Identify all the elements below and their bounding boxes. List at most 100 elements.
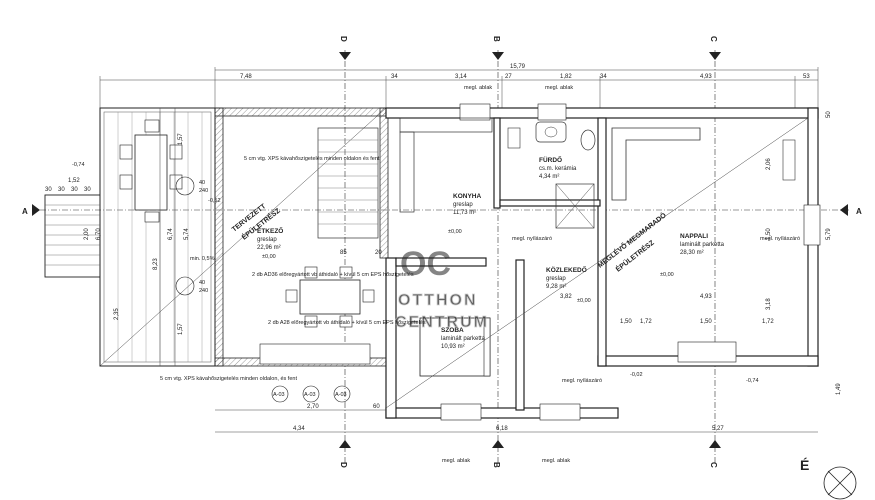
level-value: -0,02: [630, 372, 643, 378]
axis-label-b: B: [492, 462, 501, 468]
dim-left: 6,74: [168, 228, 174, 240]
note-text: 5 cm vtg. XPS kávahőszigetelés minden ol…: [244, 156, 380, 162]
level-value: -0,74: [746, 378, 759, 384]
level-value: ±0,00: [577, 298, 591, 304]
dim-misc: 1,50: [766, 228, 772, 240]
level-value: -0,74: [72, 162, 85, 168]
dim-bottom: 5,27: [712, 426, 724, 432]
dim-top: 34: [600, 74, 607, 80]
sofa: [611, 127, 796, 201]
room-floor: greslap: [257, 237, 277, 243]
door-note: megl. nyílászáró: [562, 378, 602, 384]
dim-misc: 4,93: [700, 294, 712, 300]
dim-top: 53: [803, 74, 810, 80]
room-floor: laminált parketta: [680, 242, 725, 248]
dim-misc: 2,00: [84, 228, 90, 240]
dim-misc: 5,79: [826, 228, 832, 240]
axis-label-d: D: [339, 462, 348, 468]
left-dimensions: 8,23 6,74 5,74 2,35 1,57 1,57 2,00 6,70 …: [45, 108, 190, 366]
dim-misc: 1,52: [68, 178, 80, 184]
room-floor: laminált parketta: [441, 336, 486, 342]
dim-misc: 85: [340, 250, 347, 256]
room-floor: greslap: [546, 276, 566, 282]
dim-total: 15,79: [510, 64, 526, 70]
level-value: min. 0,5%: [190, 256, 215, 262]
watermark-text: OTTHON: [398, 292, 478, 309]
room-name: FÜRDŐ: [539, 155, 562, 164]
dim-misc: 1,50: [700, 319, 712, 325]
note-text: 2 db A28 előregyártott vb áthidaló + kív…: [268, 320, 426, 326]
window-note: megl. ablak: [545, 85, 573, 91]
axis-label-b: B: [492, 36, 501, 42]
room-name: ÉTKEZŐ: [257, 226, 283, 235]
watermark-logo: OC: [400, 245, 451, 283]
dim-misc: 30: [58, 187, 65, 193]
kitchen-counter: [399, 117, 493, 213]
room-labels: ÉTKEZŐ greslap 22,96 m² KONYHA greslap 1…: [257, 155, 725, 350]
window-note: megl. ablak: [542, 458, 570, 464]
room-area: 9,28 m²: [546, 284, 566, 290]
dim-misc: 1,49: [836, 383, 842, 395]
room-area: 11,73 m²: [453, 210, 476, 216]
dim-top: 27: [505, 74, 512, 80]
dim-misc: 1,72: [762, 319, 774, 325]
level-markers: ±0,00 ±0,00 ±0,00 ±0,00 -0,74 -0,52 -0,0…: [72, 85, 800, 464]
dim-misc: 30: [84, 187, 91, 193]
dim-top: 3,14: [455, 74, 467, 80]
level-value: ±0,00: [262, 254, 276, 260]
room-name: KÖZLEKEDŐ: [546, 265, 587, 274]
dining-table: [285, 266, 375, 328]
dim-misc: 1,50: [620, 319, 632, 325]
dim-misc: 1,72: [640, 319, 652, 325]
column-label: 240: [199, 188, 208, 194]
axis-label-a: A: [856, 207, 862, 216]
window-note: megl. ablak: [442, 458, 470, 464]
dim-misc: 30: [45, 187, 52, 193]
room-name: SZOBA: [441, 327, 464, 334]
dim-misc: 30: [71, 187, 78, 193]
interior-stairs: [317, 127, 379, 239]
dim-top: 34: [391, 74, 398, 80]
room-area: 22,96 m²: [257, 245, 281, 251]
column-label: 240: [199, 288, 208, 294]
dim-misc: 6,70: [96, 228, 102, 240]
axis-label-c: C: [709, 462, 718, 468]
dim-left: 2,35: [114, 308, 120, 320]
room-area: 28,30 m²: [680, 250, 704, 256]
note-text: 2 db AD36 előregyártott vb áthidaló + kí…: [252, 272, 414, 278]
dim-misc: 50: [826, 111, 832, 118]
section-label: A-03: [335, 392, 347, 398]
room-name: NAPPALI: [680, 233, 708, 240]
bed: [419, 317, 491, 377]
axis-label-a: A: [22, 207, 28, 216]
north-arrow-icon: É: [800, 457, 857, 500]
section-label: A-03: [304, 392, 316, 398]
axis-label-c: C: [709, 36, 718, 42]
dim-bottom: 2,70: [307, 404, 319, 410]
dim-left: 1,57: [178, 323, 184, 335]
watermark: OC OTTHON CENTRUM: [395, 245, 488, 331]
door-note: megl. nyílászáró: [512, 236, 552, 242]
section-markers: A-03 A-03 A-03 40 240 40 240: [175, 176, 351, 403]
level-value: ±0,00: [660, 272, 674, 278]
window-note: megl. ablak: [464, 85, 492, 91]
top-dimensions: 15,79 7,48 34 3,14 27 1,82 34 4,93 53: [99, 64, 819, 110]
dim-misc: 3,82: [560, 294, 572, 300]
construction-notes: 5 cm vtg. XPS kávahőszigetelés minden ol…: [160, 156, 426, 382]
dim-bottom: 4,34: [293, 426, 305, 432]
section-label: A-03: [273, 392, 285, 398]
dim-left: 5,74: [184, 228, 190, 240]
dim-top: 1,82: [560, 74, 572, 80]
note-text: 5 cm vtg. XPS kávahőszigetelés minden ol…: [160, 376, 297, 382]
room-area: 4,34 m²: [539, 174, 559, 180]
dim-misc: 3,18: [766, 298, 772, 310]
axis-label-d: D: [339, 36, 348, 42]
bathroom-fixtures: [507, 121, 596, 229]
column-label: 40: [199, 180, 205, 186]
dim-top: 4,93: [700, 74, 712, 80]
dim-left: 8,23: [153, 258, 159, 270]
dim-bottom: 60: [373, 404, 380, 410]
level-value: -0,52: [208, 198, 221, 204]
level-value: ±0,00: [448, 229, 462, 235]
